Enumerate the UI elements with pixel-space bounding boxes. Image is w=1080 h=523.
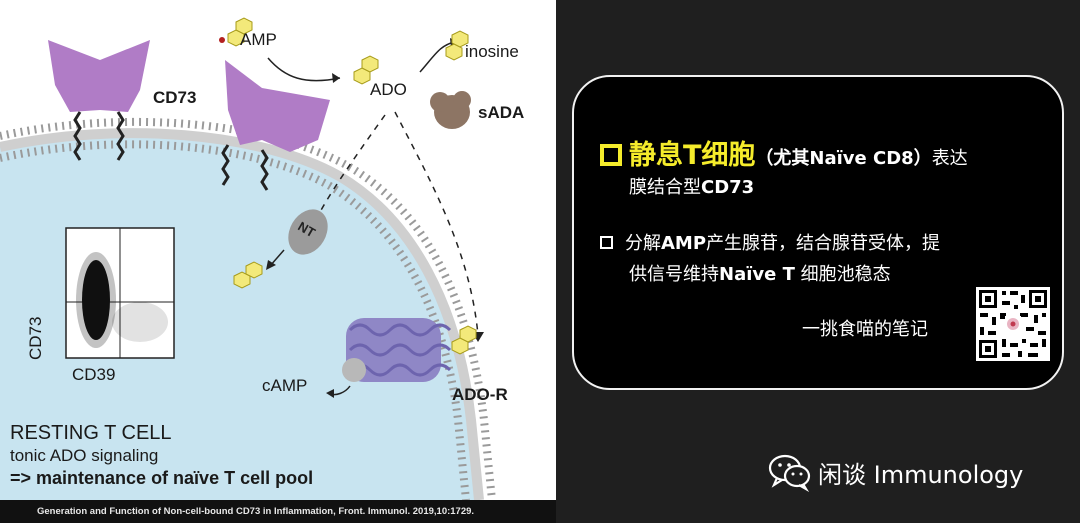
callout-headline-line: 静息T细胞（尤其Naïve CD8）表达	[600, 133, 968, 172]
internal-ado-molecule	[233, 261, 263, 289]
axis-label-cd39: CD39	[72, 365, 116, 384]
line2-prefix: 膜结合型	[629, 177, 701, 198]
ado-receptor	[346, 318, 477, 382]
bullet2-part-b: Naïve T	[719, 264, 795, 285]
callout-signoff: 一挑食喵的笔记	[802, 319, 928, 340]
membrane-inner	[0, 140, 470, 500]
callout-bullet-line-2: 供信号维持Naïve T 细胞池稳态	[629, 260, 891, 286]
callout-headline-rest: 表达	[931, 148, 968, 169]
headline-square-icon	[600, 144, 622, 166]
bullet1-part-b: AMP	[661, 233, 707, 254]
label-ado-r: ADO-R	[452, 385, 508, 404]
bullet2-part-a: 供信号维持	[629, 264, 719, 285]
label-cd73: CD73	[153, 88, 197, 107]
flow-cytometry-plot	[65, 227, 175, 359]
summary-line-3: => maintenance of naïve T cell pool	[10, 468, 314, 488]
cd73-protein-right	[221, 60, 330, 191]
summary-title: RESTING T CELL	[10, 422, 172, 444]
amp-molecule	[219, 17, 253, 47]
arrow-ado-to-receptor	[394, 111, 479, 336]
diagram-figure: AMP ADO inosine CD73 sADA NT cAMP ADO-R …	[0, 0, 556, 500]
label-amp: AMP	[240, 30, 277, 49]
summary-line-2: tonic ADO signaling	[10, 446, 159, 465]
callout-headline: 静息T细胞	[629, 140, 756, 171]
cd73-protein-left	[48, 40, 150, 161]
label-camp: cAMP	[262, 376, 308, 395]
cell-interior	[0, 131, 480, 500]
inosine-molecule	[445, 30, 469, 61]
camp-sphere	[342, 358, 366, 382]
line2-bold: CD73	[701, 177, 755, 198]
label-ado: ADO	[370, 80, 407, 99]
sada-enzyme	[430, 91, 471, 129]
label-sada: sADA	[478, 103, 525, 122]
arrow-amp-to-ado	[267, 57, 341, 82]
brand-name: 闲谈 Immunology	[818, 461, 1024, 489]
label-inosine: inosine	[465, 42, 519, 61]
bullet2-part-c: 细胞池稳态	[794, 264, 891, 285]
callout-box: 静息T细胞（尤其Naïve CD8）表达 膜结合型CD73 分解AMP产生腺苷，…	[572, 75, 1064, 390]
figure-caption: Generation and Function of Non-cell-boun…	[0, 500, 556, 523]
nt-transporter	[288, 209, 328, 255]
callout-line-2: 膜结合型CD73	[629, 173, 754, 199]
membrane-core	[0, 128, 484, 500]
arrow-ado-to-nt	[319, 114, 386, 213]
callout-bullet-line-1: 分解AMP产生腺苷，结合腺苷受体，提	[600, 229, 940, 255]
bullet1-part-c: 产生腺苷，结合腺苷受体，提	[706, 233, 941, 254]
bullet-square-icon	[600, 236, 613, 249]
wechat-icon	[768, 454, 811, 492]
qr-code-icon	[976, 287, 1050, 361]
diagram-canvas	[0, 17, 496, 500]
bullet1-part-a: 分解	[625, 233, 661, 254]
ado-molecule	[353, 55, 379, 85]
axis-label-cd73: CD73	[26, 316, 45, 360]
callout-headline-paren: （尤其Naïve CD8）	[755, 148, 932, 169]
